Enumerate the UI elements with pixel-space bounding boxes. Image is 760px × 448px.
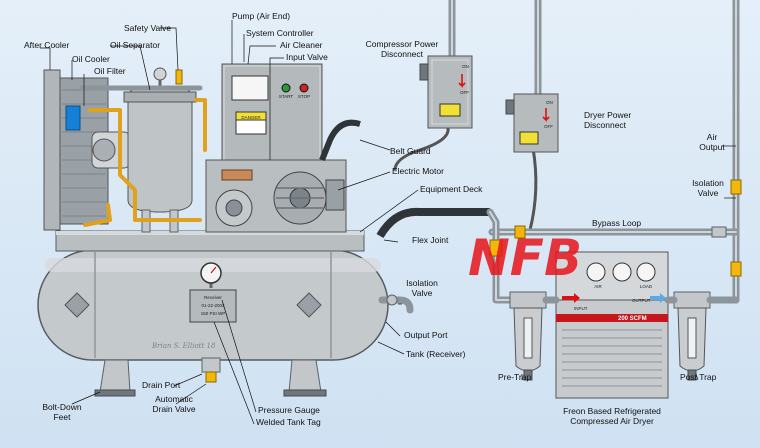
danger-label: DANGER xyxy=(241,115,261,120)
label-drain-port: Drain Port xyxy=(142,380,181,390)
label-isolation-valve-right-2: Valve xyxy=(698,188,719,198)
bypass-loop-pipe xyxy=(488,225,740,239)
pre-trap xyxy=(509,291,547,381)
label-dryer-2: Compressed Air Dryer xyxy=(570,416,654,426)
label-oil-cooler: Oil Cooler xyxy=(72,54,110,64)
start-label: START xyxy=(279,94,294,99)
label-output-port: Output Port xyxy=(404,330,448,340)
label-isolation-valve-right-1: Isolation xyxy=(692,178,724,188)
compressor-power-disconnect: ON OFF xyxy=(419,55,473,129)
stop-label: STOP xyxy=(298,94,310,99)
dryer-rating: 200 SCFM xyxy=(618,316,647,322)
label-flex-joint: Flex Joint xyxy=(412,235,449,245)
label-isolation-valve-left-2: Valve xyxy=(412,288,433,298)
leader-lines xyxy=(40,20,736,425)
label-pressure-gauge: Pressure Gauge xyxy=(258,405,320,415)
dryer-disconnect-on: ON xyxy=(546,100,553,105)
comp-disconnect-off: OFF xyxy=(460,90,469,95)
label-post-trap: Post Trap xyxy=(680,372,717,382)
label-belt-guard: Belt Guard xyxy=(390,146,431,156)
label-compressor-disconnect-1: Compressor Power xyxy=(366,39,439,49)
refrigerated-air-dryer: AIR LOAD INPUT OUTPUT 200 SCFM xyxy=(542,251,678,399)
nfb-watermark: NFB xyxy=(468,229,582,287)
pump-motor-assembly xyxy=(205,119,361,233)
dryer-power-disconnect: ON OFF xyxy=(505,93,559,153)
dryer-gauge1-label: AIR xyxy=(594,284,602,289)
label-welded-tank-tag: Welded Tank Tag xyxy=(256,417,321,427)
labels: Safety Valve Pump (Air End) System Contr… xyxy=(24,11,725,427)
label-bypass-loop: Bypass Loop xyxy=(592,218,641,228)
label-pump-air-end: Pump (Air End) xyxy=(232,11,290,21)
after-cooler xyxy=(43,69,131,231)
label-pre-trap: Pre-Trap xyxy=(498,372,531,382)
tank-tag-line1: Receiver xyxy=(204,295,222,300)
label-dryer-disconnect-1: Dryer Power xyxy=(584,110,631,120)
label-air-output-2: Output xyxy=(699,142,725,152)
label-tank-receiver: Tank (Receiver) xyxy=(406,349,466,359)
label-oil-separator: Oil Separator xyxy=(110,40,160,50)
output-flex-joint xyxy=(376,207,524,314)
label-dryer-1: Freon Based Refrigerated xyxy=(563,406,661,416)
label-automatic-drain-valve-1: Automatic xyxy=(155,394,194,404)
power-conduits xyxy=(393,0,542,231)
label-bolt-down-feet-2: Feet xyxy=(53,412,71,422)
label-system-controller: System Controller xyxy=(246,28,314,38)
label-air-cleaner: Air Cleaner xyxy=(280,40,323,50)
tank-tag-line2: 01-22-2002 xyxy=(201,303,225,308)
label-automatic-drain-valve-2: Drain Valve xyxy=(152,404,196,414)
label-input-valve: Input Valve xyxy=(286,52,328,62)
artist-signature: Brian S. Elliott 18 xyxy=(151,342,216,350)
label-dryer-disconnect-2: Disconnect xyxy=(584,120,627,130)
oil-lines xyxy=(79,85,207,227)
label-electric-motor: Electric Motor xyxy=(392,166,444,176)
dryer-input-label: INPUT xyxy=(574,306,588,311)
label-bolt-down-feet-1: Bolt-Down xyxy=(42,402,81,412)
tank-tag-line3: 150 PSI WP xyxy=(201,311,226,316)
label-compressor-disconnect-2: Disconnect xyxy=(381,49,424,59)
tank-receiver: Receiver 01-22-2002 150 PSI WP Brian S. … xyxy=(37,249,389,397)
label-air-output-1: Air xyxy=(707,132,718,142)
equipment-deck xyxy=(55,230,365,252)
comp-disconnect-on: ON xyxy=(462,64,469,69)
dryer-disconnect-off: OFF xyxy=(544,124,553,129)
label-safety-valve: Safety Valve xyxy=(124,23,171,33)
label-after-cooler: After Cooler xyxy=(24,40,70,50)
label-equipment-deck: Equipment Deck xyxy=(420,184,483,194)
system-controller: START STOP DANGER xyxy=(221,63,323,165)
dryer-gauge2-label: LOAD xyxy=(640,284,653,289)
dryer-output-label: OUTPUT xyxy=(632,298,651,303)
label-oil-filter: Oil Filter xyxy=(94,66,126,76)
label-isolation-valve-left-1: Isolation xyxy=(406,278,438,288)
post-trap xyxy=(673,179,742,381)
